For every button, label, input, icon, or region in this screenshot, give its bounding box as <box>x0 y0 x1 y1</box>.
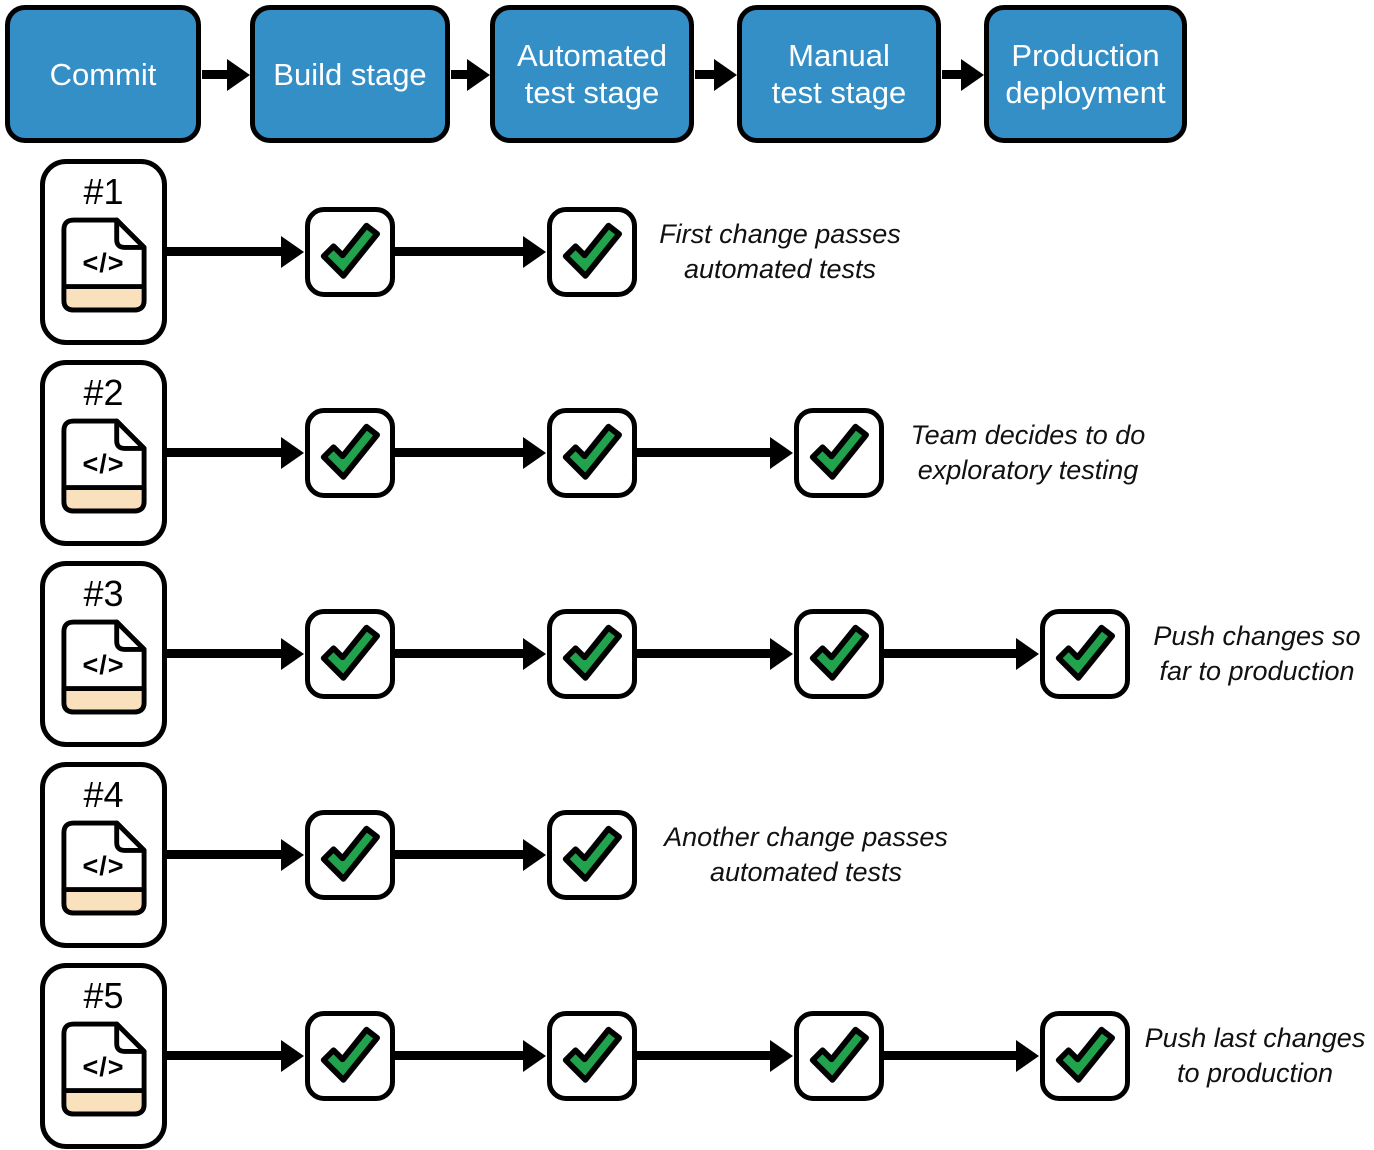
check-icon <box>802 1019 876 1093</box>
stage-box-build: Build stage <box>250 5 450 143</box>
stage-label: Production <box>1011 38 1160 73</box>
annotation-row-3: Push changes so far to production <box>1153 621 1361 686</box>
annotation-row-5: Push last changes to production <box>1144 1023 1366 1088</box>
stage-label: Automated <box>517 38 667 73</box>
code-file-icon: </> <box>60 819 148 917</box>
check-box-production <box>1040 1011 1130 1101</box>
commit-card-3: #3 </> <box>40 561 167 747</box>
arrow-right-icon <box>395 247 523 256</box>
check-icon <box>313 416 387 490</box>
stage-box-automated-test: Automated test stage <box>490 5 694 143</box>
code-glyph: </> <box>82 851 125 881</box>
arrow-right-icon <box>202 70 227 79</box>
check-box-build <box>305 408 395 498</box>
stage-label: test stage <box>524 75 660 110</box>
check-icon <box>1048 1019 1122 1093</box>
check-box-build <box>305 1011 395 1101</box>
code-glyph: </> <box>82 248 125 278</box>
arrow-right-icon <box>884 649 1016 658</box>
commit-card-5: #5 </> <box>40 963 167 1149</box>
commit-card-2: #2 </> <box>40 360 167 546</box>
arrow-right-icon <box>637 1051 770 1060</box>
check-icon <box>802 416 876 490</box>
arrow-right-icon <box>695 70 714 79</box>
check-box-automated-test <box>547 609 637 699</box>
arrow-right-icon <box>884 1051 1016 1060</box>
commit-number: #3 <box>83 573 124 614</box>
check-icon <box>802 617 876 691</box>
check-icon <box>555 215 629 289</box>
stage-label: Commit <box>49 56 157 92</box>
arrow-right-icon <box>166 850 281 859</box>
check-box-build <box>305 207 395 297</box>
stage-label: Build stage <box>273 56 427 92</box>
arrow-right-icon <box>395 649 523 658</box>
check-icon <box>313 818 387 892</box>
arrow-right-icon <box>395 1051 523 1060</box>
stage-box-manual-test: Manual test stage <box>737 5 941 143</box>
check-box-automated-test <box>547 1011 637 1101</box>
code-file-icon: </> <box>60 618 148 716</box>
commit-card-4: #4 </> <box>40 762 167 948</box>
check-box-build <box>305 810 395 900</box>
commit-number: #2 <box>83 372 124 413</box>
check-icon <box>555 1019 629 1093</box>
arrow-right-icon <box>637 448 770 457</box>
commit-number: #5 <box>83 975 124 1016</box>
arrow-right-icon <box>637 649 770 658</box>
check-icon <box>555 617 629 691</box>
code-file-icon: </> <box>60 216 148 314</box>
check-icon <box>313 215 387 289</box>
arrow-right-icon <box>395 850 523 859</box>
arrow-right-icon <box>166 649 281 658</box>
arrow-right-icon <box>166 247 281 256</box>
arrow-right-icon <box>166 448 281 457</box>
annotation-row-1: First change passes automated tests <box>659 219 901 284</box>
check-box-automated-test <box>547 207 637 297</box>
code-glyph: </> <box>82 650 125 680</box>
commit-number: #1 <box>83 171 124 212</box>
code-glyph: </> <box>82 1052 125 1082</box>
arrow-right-icon <box>942 70 961 79</box>
code-file-icon: </> <box>60 1020 148 1118</box>
check-box-manual-test <box>794 408 884 498</box>
check-icon <box>1048 617 1122 691</box>
stage-box-production: Production deployment <box>984 5 1187 143</box>
check-icon <box>313 1019 387 1093</box>
check-box-production <box>1040 609 1130 699</box>
code-file-icon: </> <box>60 417 148 515</box>
stage-label: Manual <box>788 38 890 73</box>
arrow-right-icon <box>395 448 523 457</box>
stage-box-commit: Commit <box>5 5 201 143</box>
check-icon <box>555 818 629 892</box>
check-box-automated-test <box>547 810 637 900</box>
stage-label: deployment <box>1005 75 1166 110</box>
check-box-manual-test <box>794 1011 884 1101</box>
arrow-right-icon <box>166 1051 281 1060</box>
check-box-build <box>305 609 395 699</box>
arrow-right-icon <box>451 70 467 79</box>
check-icon <box>555 416 629 490</box>
code-glyph: </> <box>82 449 125 479</box>
annotation-row-2: Team decides to do exploratory testing <box>910 420 1146 485</box>
annotation-row-4: Another change passes automated tests <box>664 822 948 887</box>
check-box-automated-test <box>547 408 637 498</box>
check-box-manual-test <box>794 609 884 699</box>
stage-label: test stage <box>771 75 907 110</box>
check-icon <box>313 617 387 691</box>
commit-number: #4 <box>83 774 124 815</box>
commit-card-1: #1 </> <box>40 159 167 345</box>
